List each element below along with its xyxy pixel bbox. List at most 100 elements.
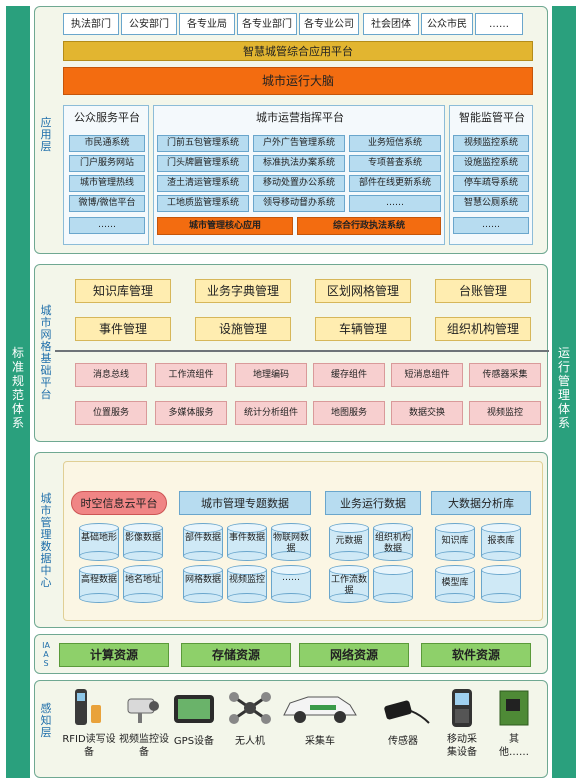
component-box: 地图服务 <box>313 401 385 425</box>
database-label: 元数据 <box>335 536 363 546</box>
app-system-box: 停车疏导系统 <box>453 175 529 192</box>
user-box: 公安部门 <box>121 13 177 35</box>
chip-board-icon <box>499 690 529 726</box>
database-label: 组织机构数据 <box>374 533 411 554</box>
handheld-icon <box>452 689 472 727</box>
mgmt-box: 区划网格管理 <box>315 279 411 303</box>
mgmt-box: 知识库管理 <box>75 279 171 303</box>
database-label: 知识库 <box>441 536 469 546</box>
app-system-box: 户外广告管理系统 <box>253 135 345 152</box>
component-box: 数据交换 <box>391 401 463 425</box>
standards-system-bar: 标准规范体系 <box>6 6 30 778</box>
database-label: 高程数据 <box>80 575 117 585</box>
database-label: 地名地址 <box>124 575 161 585</box>
database-cylinder: 知识库 <box>435 523 475 561</box>
database-label: 部件数据 <box>184 533 221 543</box>
operations-system-bar: 运行管理体系 <box>552 6 576 778</box>
mgmt-box: 组织机构管理 <box>435 317 531 341</box>
app-system-box: 视频监控系统 <box>453 135 529 152</box>
car-icon <box>283 696 357 723</box>
device-label: 采集车 <box>305 736 335 747</box>
software-resource-box: 软件资源 <box>421 643 531 667</box>
app-system-box: 门头牌匾管理系统 <box>157 155 249 172</box>
database-cylinder: 高程数据 <box>79 565 119 603</box>
smart-monitor-title: 智能监管平台 <box>459 111 525 124</box>
app-system-box: 业务短信系统 <box>349 135 441 152</box>
operations-system-label: 运行管理体系 <box>557 346 570 430</box>
app-system-box: 城市管理热线 <box>69 175 145 192</box>
app-system-box: …… <box>453 217 529 234</box>
database-cylinder: 报表库 <box>481 523 521 561</box>
city-brain-bar: 城市运行大脑 <box>63 67 533 95</box>
database-label: …… <box>282 573 300 583</box>
vehicle-device: 采集车 <box>279 687 361 748</box>
app-system-box: 智慧公厕系统 <box>453 195 529 212</box>
grid-platform-title: 城市网格基础平台 <box>40 304 52 401</box>
app-system-box: 市民通系统 <box>69 135 145 152</box>
user-box: 各专业局 <box>179 13 235 35</box>
application-layer-title: 应用层 <box>40 116 52 153</box>
sensor-icon <box>384 700 430 724</box>
iaas-layer: IAAS 计算资源 存储资源 网络资源 软件资源 <box>34 634 548 674</box>
device-label: RFID读写设备 <box>62 734 116 758</box>
user-box: 执法部门 <box>63 13 119 35</box>
rfid-device: RFID读写设备 <box>61 687 117 759</box>
user-box: …… <box>475 13 523 35</box>
database-cylinder: 基础地形 <box>79 523 119 561</box>
component-box: 缓存组件 <box>313 363 385 387</box>
gps-device: GPS设备 <box>169 687 219 748</box>
database-cylinder: 模型库 <box>435 565 475 603</box>
app-system-box: 工地质监管理系统 <box>157 195 249 212</box>
application-layer: 应用层 执法部门 公安部门 各专业局 各专业部门 各专业公司 社会团体 公众市民… <box>34 6 548 254</box>
database-label: 基础地形 <box>80 533 117 543</box>
network-resource-box: 网络资源 <box>299 643 409 667</box>
database-cylinder <box>373 565 413 603</box>
iaas-title: IAAS <box>42 641 50 668</box>
device-label: GPS设备 <box>173 736 215 747</box>
command-platform-title: 城市运营指挥平台 <box>256 111 344 124</box>
data-center-layer: 城市管理数据中心 时空信息云平台 城市管理专题数据 业务运行数据 大数据分析库 … <box>34 452 548 628</box>
database-cylinder: 地名地址 <box>123 565 163 603</box>
database-label: 报表库 <box>487 536 515 546</box>
user-box: 各专业公司 <box>299 13 359 35</box>
app-system-box: 专项普查系统 <box>349 155 441 172</box>
database-cylinder: 网格数据 <box>183 565 223 603</box>
database-label: 视频监控 <box>228 575 265 585</box>
component-box: 地理编码 <box>235 363 307 387</box>
grid-platform-layer: 城市网格基础平台 知识库管理 业务字典管理 区划网格管理 台账管理 事件管理 设… <box>34 264 549 442</box>
device-label: 无人机 <box>235 736 265 747</box>
spatial-cloud-button: 时空信息云平台 <box>71 491 167 515</box>
database-cylinder: …… <box>271 565 311 603</box>
component-box: 统计分析组件 <box>235 401 307 425</box>
component-box: 工作流组件 <box>155 363 227 387</box>
app-system-box: 门户服务网站 <box>69 155 145 172</box>
device-label: 其他…… <box>499 734 529 758</box>
other-device: 其他…… <box>491 687 537 759</box>
smart-city-platform-bar: 智慧城管综合应用平台 <box>63 41 533 61</box>
database-label: 事件数据 <box>228 533 265 543</box>
database-cylinder <box>481 565 521 603</box>
app-system-box: 移动处置办公系统 <box>253 175 345 192</box>
law-enforcement-box: 综合行政执法系统 <box>297 217 441 235</box>
mgmt-box: 车辆管理 <box>315 317 411 341</box>
user-box: 各专业部门 <box>237 13 297 35</box>
user-box: 公众市民 <box>421 13 473 35</box>
gps-icon <box>174 695 214 723</box>
component-box: 视频监控 <box>469 401 541 425</box>
sensing-layer: 感知层 RFID读写设备 视频监控设备 GPS设备 无人机 采集车 传感器 移动… <box>34 680 548 778</box>
database-label: 工作流数据 <box>330 575 367 596</box>
camera-icon <box>127 698 159 723</box>
database-cylinder: 组织机构数据 <box>373 523 413 561</box>
device-label: 视频监控设备 <box>119 734 169 758</box>
mgmt-box: 台账管理 <box>435 279 531 303</box>
database-cylinder: 事件数据 <box>227 523 267 561</box>
component-box: 多媒体服务 <box>155 401 227 425</box>
drone-icon <box>229 692 271 724</box>
sensing-title: 感知层 <box>40 702 52 739</box>
core-app-box: 城市管理核心应用 <box>157 217 293 235</box>
device-label: 传感器 <box>388 736 418 747</box>
database-label: 影像数据 <box>124 533 161 543</box>
mgmt-box: 事件管理 <box>75 317 171 341</box>
database-cylinder: 元数据 <box>329 523 369 561</box>
special-data-header: 城市管理专题数据 <box>179 491 311 515</box>
